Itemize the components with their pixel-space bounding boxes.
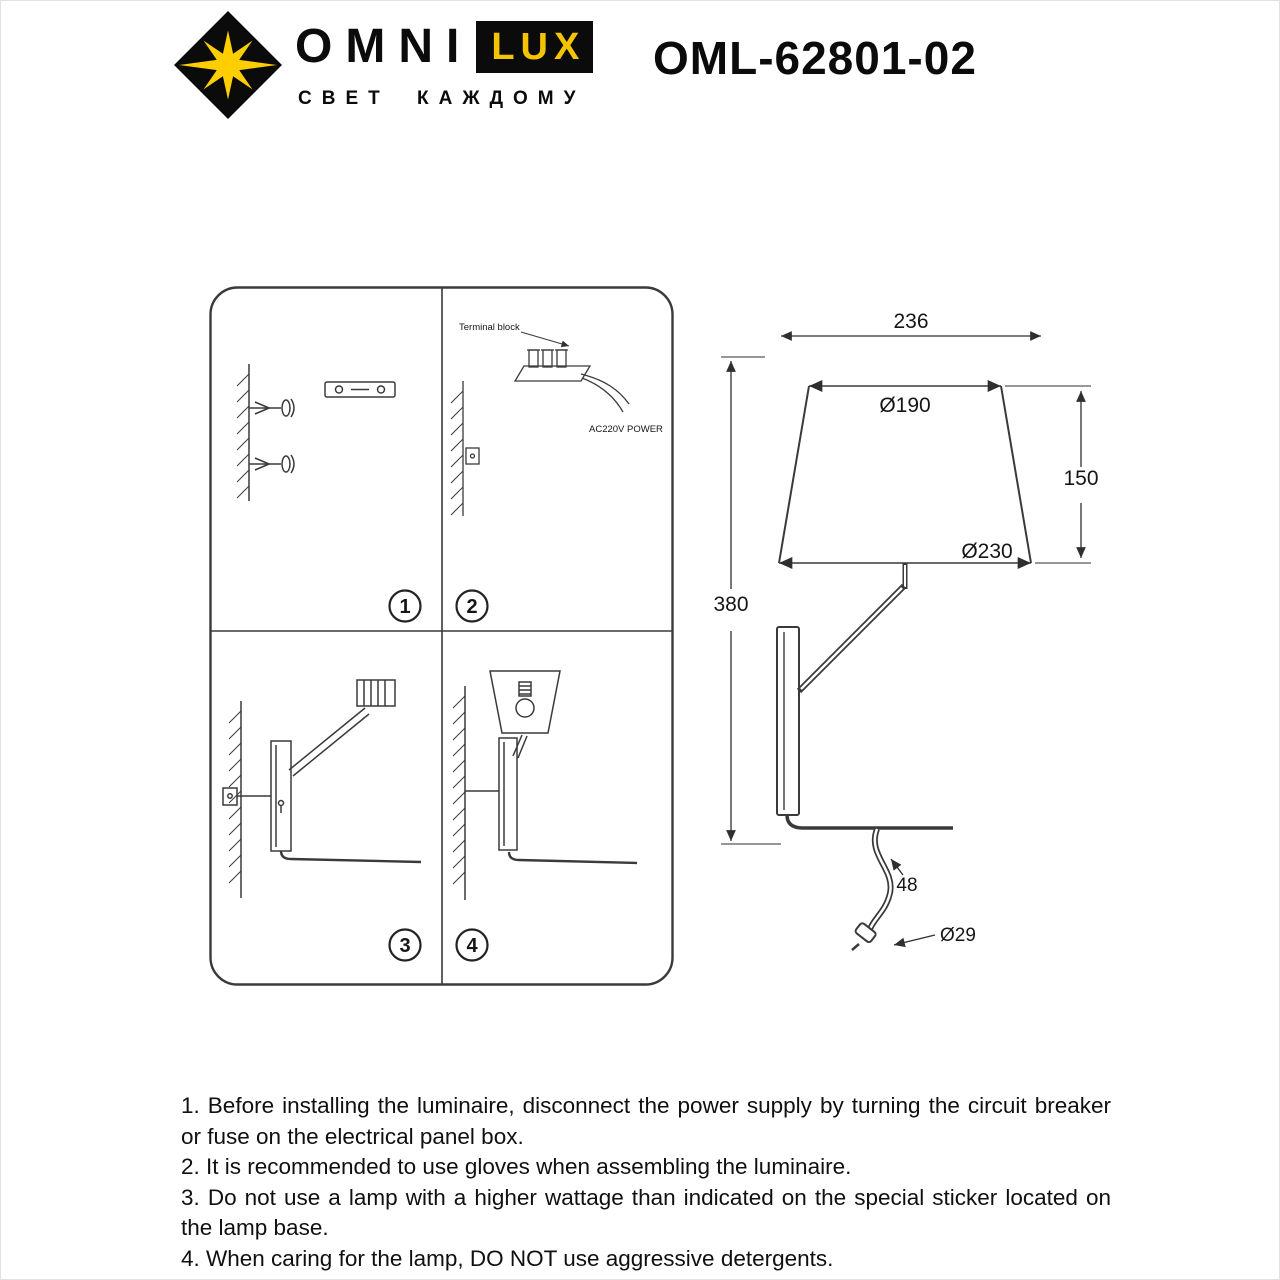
terminal-block-label: Terminal block [459, 322, 520, 333]
instruction-4: 4. When caring for the lamp, DO NOT use … [181, 1245, 834, 1271]
step4-number: 4 [455, 928, 489, 962]
dim-gooseneck-length-label: 48 [896, 875, 917, 896]
step2-number: 2 [455, 589, 489, 623]
mounting-bracket [324, 381, 396, 398]
dim-shade-bottom-diameter-label: Ø230 [961, 540, 1012, 563]
screw-anchor-bottom [249, 454, 295, 474]
power-label: AC220V POWER [589, 424, 663, 435]
brand-text: OMNI LUX СВЕТ КАЖДОМУ [295, 9, 594, 110]
wall-plate-sketch-2 [498, 737, 518, 851]
dim-shade-height-label: 150 [1063, 467, 1098, 490]
power-wires [580, 373, 630, 413]
step4-diagram [452, 670, 638, 900]
installation-steps-panel: 1 Terminal block AC220V POWER [209, 286, 674, 986]
svg-text:2: 2 [466, 596, 477, 618]
omnilux-diamond-star-icon [174, 11, 282, 119]
shade-with-bulb-sketch [489, 670, 561, 734]
step2-diagram [450, 331, 630, 516]
step1-diagram [236, 364, 396, 501]
dim-gooseneck-diameter-label: Ø29 [940, 925, 976, 946]
instructions-block: 1. Before installing the luminaire, disc… [181, 1091, 1111, 1275]
svg-text:4: 4 [466, 935, 478, 957]
instruction-1: 1. Before installing the luminaire, disc… [181, 1093, 1111, 1149]
dimension-lines [721, 331, 1091, 948]
brand-logo: OMNI LUX СВЕТ КАЖДОМУ [169, 9, 594, 121]
screw-anchor-top [249, 398, 295, 418]
instruction-3: 3. Do not use a lamp with a higher watta… [181, 1184, 1111, 1241]
step1-number: 1 [388, 589, 422, 623]
dim-overall-width-label: 236 [893, 310, 928, 333]
svg-text:3: 3 [399, 935, 410, 957]
instruction-2: 2. It is recommended to use gloves when … [181, 1154, 852, 1180]
model-number: OML-62801-02 [653, 32, 977, 84]
step3-diagram [222, 679, 422, 898]
dim-shade-top-diameter-label: Ø190 [879, 394, 930, 417]
step3-number: 3 [388, 928, 422, 962]
lamp-arm-socket-sketch [288, 679, 396, 777]
brand-lux-badge: LUX [476, 21, 594, 73]
dim-overall-height-label: 380 [713, 593, 748, 616]
brand-omni-text: OMNI [295, 20, 473, 73]
dimension-drawing: 236 Ø190 Ø230 150 380 48 Ø29 [713, 310, 1099, 951]
svg-text:1: 1 [399, 596, 410, 618]
wall-lamp-outline [776, 380, 1032, 951]
brand-tagline: СВЕТ КАЖДОМУ [298, 88, 586, 109]
terminal-block-sketch [513, 349, 592, 382]
